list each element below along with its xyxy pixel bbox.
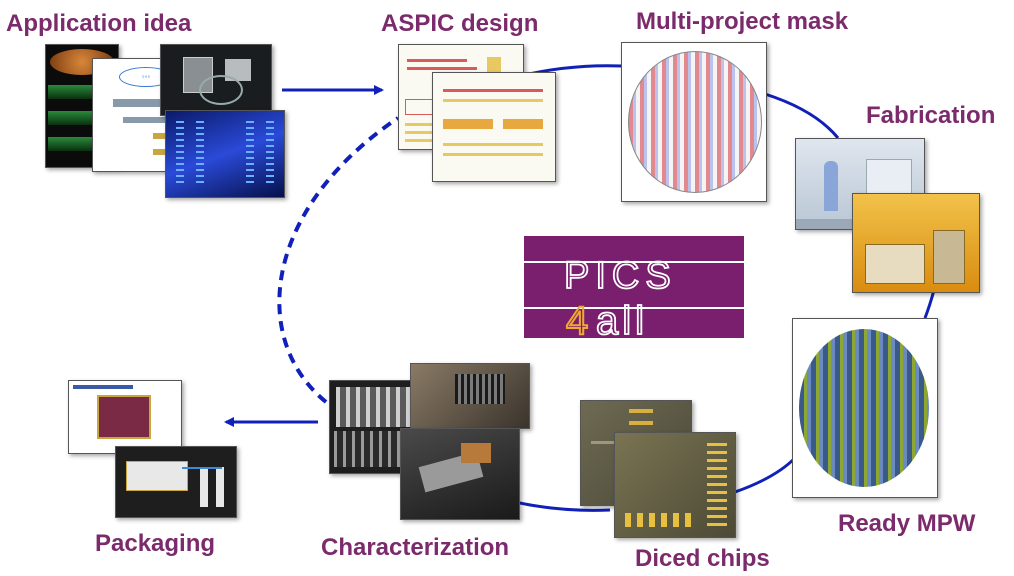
aspic-design-layout-image-2 [432,72,556,182]
chip-closeup-image [410,363,530,429]
label-fabrication: Fabrication [866,102,996,129]
pics4all-logo-graphic: PICS 4 all [524,236,744,344]
device-photo-image [160,44,272,116]
ready-mpw-wafer-image [792,318,938,498]
datacenter-image [165,110,285,198]
multi-project-mask-image [621,42,767,202]
optical-bench-image [400,428,520,520]
logo-background [524,236,744,338]
label-packaging: Packaging [95,530,216,557]
label-ready-mpw: Ready MPW [838,510,976,537]
label-diced-chips: Diced chips [635,545,770,572]
label-characterization: Characterization [321,534,510,561]
label-multi-project-mask: Multi-project mask [636,8,849,35]
label-application-idea: Application idea [6,10,192,37]
packaged-module-image [68,380,182,454]
label-aspic-design: ASPIC design [381,10,539,37]
svg-text:4: 4 [566,299,588,338]
feedback-dashed-arc [277,116,400,404]
connector-fab-to-mpw [923,289,936,319]
diced-chip-image-2 [614,432,736,538]
yellow-lab-photo-image [852,193,980,293]
svg-text:all: all [596,299,648,338]
connector-mpw-to-diced [734,456,797,494]
connector-mask-to-fab [764,92,840,139]
svg-text:PICS: PICS [564,255,677,297]
connector-diced-to-char [514,500,611,512]
pics4all-logo: PICS 4 all [524,236,744,344]
fiber-package-image [115,446,237,518]
